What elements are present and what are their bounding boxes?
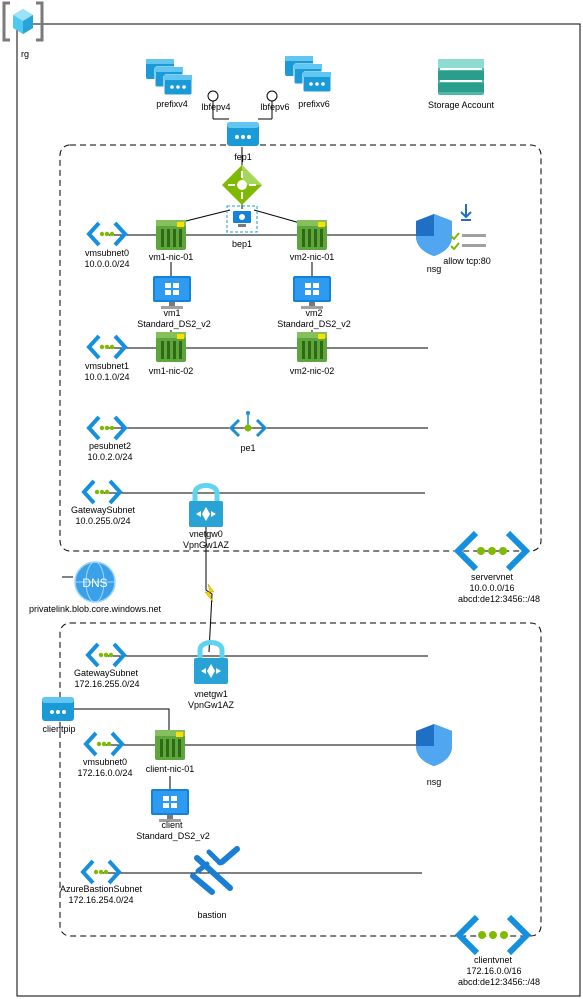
bastion-icon xyxy=(190,846,240,895)
subnet-name: pesubnet2 xyxy=(89,441,131,451)
subnet-icon xyxy=(81,859,121,885)
subnet-icon xyxy=(84,731,124,757)
subnet-cidr: 172.16.255.0/24 xyxy=(74,679,139,689)
lb-ip-v6-label: lbfepv6 xyxy=(260,102,289,112)
vm-name: vm2 xyxy=(305,308,322,318)
vnet-name: clientvnet xyxy=(474,955,513,965)
nic-label: vm1-nic-01 xyxy=(149,252,194,262)
vm-size: Standard_DS2_v2 xyxy=(136,831,210,841)
nic-icon xyxy=(155,730,185,760)
vm-name: client xyxy=(161,820,183,830)
gateway-sku: VpnGw1AZ xyxy=(183,540,230,550)
nic-icon xyxy=(156,220,186,250)
vm-icon xyxy=(153,276,191,309)
dns-zone-icon xyxy=(74,561,116,603)
subnet-name: GatewaySubnet xyxy=(71,505,136,515)
prefix-v4-label: prefixv4 xyxy=(156,99,188,109)
vm-size: Standard_DS2_v2 xyxy=(277,319,351,329)
subnet-name: vmsubnet1 xyxy=(85,361,129,371)
vm-size: Standard_DS2_v2 xyxy=(137,319,211,329)
vpn-gateway-icon xyxy=(189,486,223,528)
nic-label: vm2-nic-01 xyxy=(290,252,335,262)
subnet-cidr: 10.0.0.0/24 xyxy=(84,259,129,269)
nic-label: vm2-nic-02 xyxy=(290,366,335,376)
subnet-name: GatewaySubnet xyxy=(74,668,139,678)
nsg-shield-icon xyxy=(416,214,452,256)
vnet-name: servervnet xyxy=(471,572,514,582)
gateway-name: vnetgw0 xyxy=(189,529,223,539)
resource-group-label: rg xyxy=(21,49,29,59)
storage-account-icon xyxy=(438,59,484,95)
load-balancer-icon xyxy=(222,165,262,205)
vnet-cidr-v4: 172.16.0.0/16 xyxy=(466,966,521,976)
subnet-icon xyxy=(87,334,127,360)
nsg-label: nsg xyxy=(427,264,442,274)
subnet-icon xyxy=(87,221,127,247)
nic-label: client-nic-01 xyxy=(146,764,195,774)
resource-group-frame xyxy=(16,23,581,997)
subnet-cidr: 10.0.255.0/24 xyxy=(75,516,130,526)
nic-icon xyxy=(156,332,186,362)
subnet-icon xyxy=(86,642,126,668)
nic-icon xyxy=(297,220,327,250)
lb-ip-v6-icon xyxy=(266,90,278,102)
nic-label: vm1-nic-02 xyxy=(149,366,194,376)
vpn-connection xyxy=(204,527,215,653)
lb-frontend-label: fep1 xyxy=(234,152,252,162)
clientpip-connector xyxy=(59,708,170,731)
subnet-name: vmsubnet0 xyxy=(83,757,127,767)
subnet-name: AzureBastionSubnet xyxy=(60,884,143,894)
backend-pool-label: bep1 xyxy=(232,239,252,249)
vm-name: vm1 xyxy=(163,308,180,318)
nsg-label: nsg xyxy=(427,777,442,787)
prefix-v4-icon xyxy=(145,58,193,96)
subnet-icon xyxy=(82,479,122,505)
private-endpoint-icon xyxy=(228,411,268,438)
subnet-cidr: 172.16.0.0/24 xyxy=(77,768,132,778)
private-endpoint-label: pe1 xyxy=(240,443,255,453)
clientvnet-icon xyxy=(459,917,527,953)
public-ip-icon xyxy=(42,697,74,721)
subnet-name: vmsubnet0 xyxy=(85,248,129,258)
subnet-cidr: 10.0.1.0/24 xyxy=(84,372,129,382)
vnet-cidr-v4: 10.0.0.0/16 xyxy=(469,583,514,593)
subnet-cidr: 172.16.254.0/24 xyxy=(68,895,133,905)
lb-frontend-connectors xyxy=(212,101,273,168)
backend-pool-icon xyxy=(226,205,258,233)
lb-ip-v4-icon xyxy=(207,90,219,102)
servervnet-subnet-lines xyxy=(101,234,428,494)
lb-frontend-icon xyxy=(227,122,259,146)
nic-icon xyxy=(297,332,327,362)
nsg-shield-icon xyxy=(416,724,452,766)
vnet-cidr-v6: abcd:de12:3456::/48 xyxy=(458,594,540,604)
nsg-rule-label: allow tcp:80 xyxy=(443,256,491,266)
nsg-rule-icon xyxy=(450,204,486,251)
vnet-cidr-v6: abcd:de12:3456::/48 xyxy=(458,977,540,987)
gateway-name: vnetgw1 xyxy=(194,689,228,699)
bastion-label: bastion xyxy=(197,910,226,920)
subnet-cidr: 10.0.2.0/24 xyxy=(87,452,132,462)
gateway-sku: VpnGw1AZ xyxy=(188,700,235,710)
public-ip-label: clientpip xyxy=(42,724,75,734)
prefix-v6-label: prefixv6 xyxy=(298,99,330,109)
lb-ip-v4-label: lbfepv4 xyxy=(201,102,230,112)
dns-zone-label: privatelink.blob.core.windows.net xyxy=(29,604,162,614)
vm-icon xyxy=(293,276,331,309)
vm-icon xyxy=(151,789,189,822)
dns-badge: DNS xyxy=(82,576,107,590)
clientvnet-boundary xyxy=(59,622,542,937)
prefix-v6-icon xyxy=(284,55,332,93)
vpn-gateway-icon xyxy=(194,643,228,685)
servervnet-boundary xyxy=(59,144,542,552)
storage-account-label: Storage Account xyxy=(428,100,495,110)
resource-group-icon xyxy=(2,1,44,42)
